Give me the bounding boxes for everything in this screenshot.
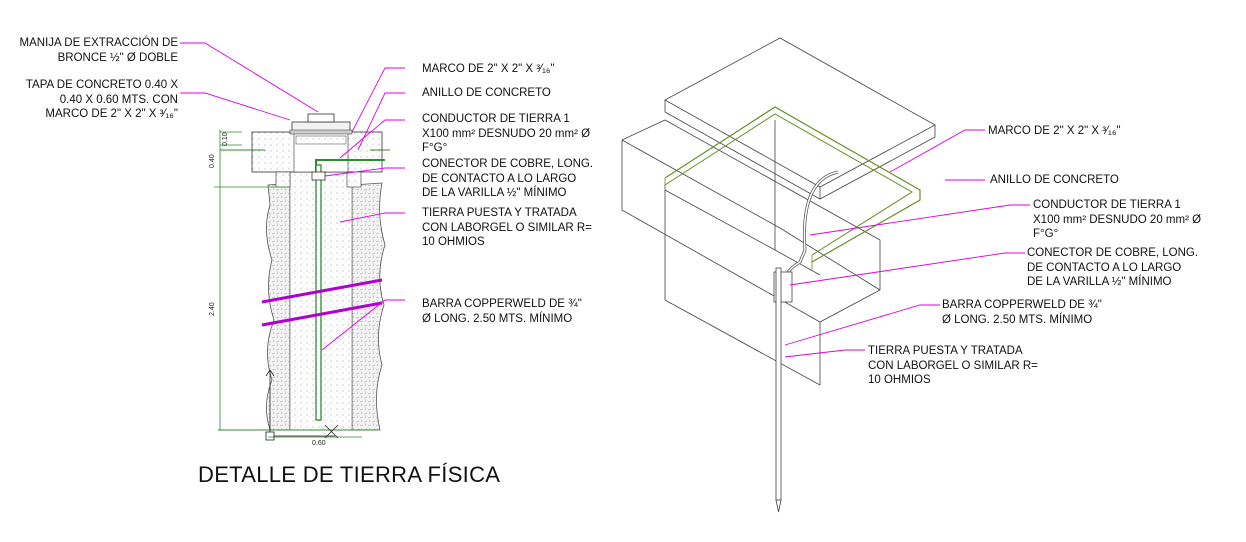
iso-leaders [784,129,1030,358]
label-manija: MANIJA DE EXTRACCIÓN DE BRONCE ½" Ø DOBL… [19,37,178,64]
break-line-1 [261,278,383,304]
dim-060: 0.60 [312,440,326,447]
copper-connector [311,171,326,181]
concrete-ring-base-left [275,171,291,188]
section-view [180,42,405,441]
label-marco: MARCO DE 2" X 2" X ³⁄₁₆" [422,63,555,75]
ucs-icon [265,369,339,441]
iso-rod [775,267,782,501]
soil-mass [266,182,291,431]
isometric-view [621,37,1030,513]
label-conductor: CONDUCTOR DE TIERRA 1 X100 mm² DESNUDO 2… [422,113,591,154]
iso-label-marco: MARCO DE 2" X 2" X ³⁄₁₆" [988,125,1121,137]
iso-label-barra: BARRA COPPERWELD DE ¾" Ø LONG. 2.50 MTS.… [942,299,1102,326]
dim-240: 2.40 [209,302,216,316]
cover-block [295,135,347,145]
iso-label-conductor: CONDUCTOR DE TIERRA 1 X100 mm² DESNUDO 2… [1033,199,1202,240]
iso-cover-plate [664,37,936,188]
label-anillo: ANILLO DE CONCRETO [422,87,551,99]
break-line-2 [261,301,383,327]
label-tapa: TAPA DE CONCRETO 0.40 X 0.40 X 0.60 MTS.… [25,79,178,120]
iso-label-anillo: ANILLO DE CONCRETO [990,174,1119,186]
label-tierra: TIERRA PUESTA Y TRATADA CON LABORGEL O S… [422,207,592,248]
concrete-ring-base-right [346,171,362,188]
iso-label-conector: CONECTOR DE COBRE, LONG. DE CONTACTO A L… [1027,247,1199,288]
bronze-handle [307,113,335,123]
dim-040: 0.40 [209,154,216,168]
label-conector: CONECTOR DE COBRE, LONG. DE CONTACTO A L… [422,158,594,199]
iso-frame [664,106,921,263]
section-leaders [180,42,405,351]
label-barra: BARRA COPPERWELD DE ¾" Ø LONG. 2.50 MTS.… [422,298,582,325]
iso-label-tierra: TIERRA PUESTA Y TRATADA CON LABORGEL O S… [868,345,1038,386]
dim-010: 0.10 [222,132,229,146]
frame-steel [289,129,353,135]
drawing-title: DETALLE DE TIERRA FÍSICA [198,462,501,487]
